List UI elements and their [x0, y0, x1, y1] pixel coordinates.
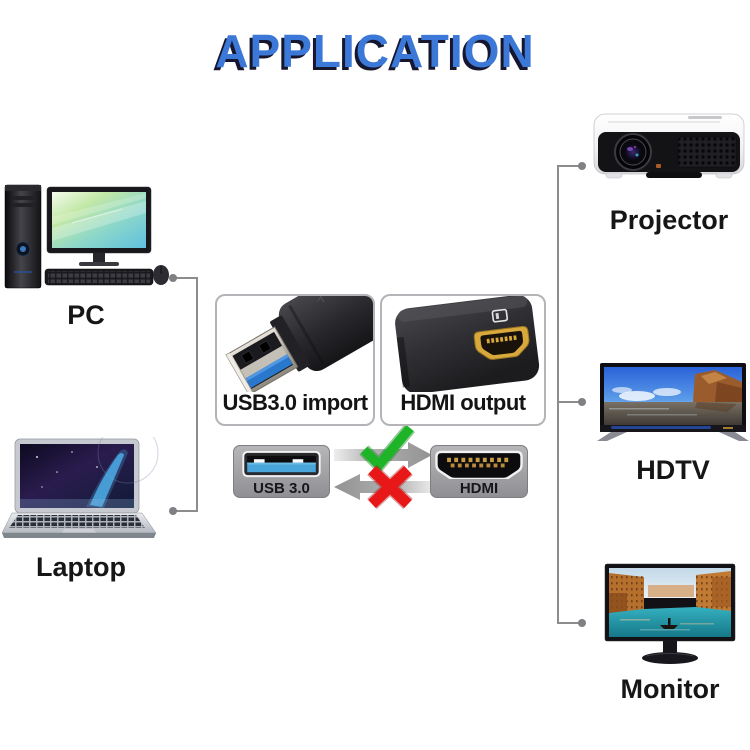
- adapter-hdmi-photo-frame: HDMI output: [380, 294, 546, 426]
- hdtv-label: HDTV: [636, 455, 710, 485]
- laptop-label: Laptop: [36, 552, 126, 582]
- laptop-touchpad: [62, 529, 96, 533]
- projector-vents: [677, 136, 737, 168]
- adapter-usb-photo-frame: USB3.0 import: [215, 294, 375, 426]
- monitor-stand: [663, 641, 677, 654]
- pc-label: PC: [67, 300, 105, 330]
- device-hdtv: HDTV: [597, 362, 749, 486]
- device-pc: PC: [2, 183, 170, 331]
- check-icon: [360, 426, 414, 473]
- device-projector: Projector: [592, 106, 746, 236]
- hdmi-socket-photo: [395, 296, 540, 392]
- device-monitor: Monitor: [600, 563, 740, 705]
- cross-icon: [367, 464, 413, 510]
- page-title: APPLICATION: [215, 25, 535, 77]
- usb-port-label: USB 3.0: [253, 480, 310, 497]
- hdmi-port: [473, 325, 530, 360]
- hdmi-port-icon: [435, 450, 523, 479]
- projector-illustration: [593, 113, 745, 179]
- monitor-base: [642, 652, 698, 664]
- usb-port-icon: [242, 450, 321, 478]
- projector-label: Projector: [609, 205, 729, 235]
- monitor-illustration: [604, 563, 736, 664]
- pc-illustration: [4, 184, 169, 289]
- hdmi-port-chip: HDMI: [430, 445, 528, 498]
- device-laptop: Laptop: [1, 422, 160, 583]
- right-bracket-line: [557, 165, 580, 624]
- hdmi-port-label: HDMI: [459, 480, 499, 497]
- pc-mouse: [153, 265, 169, 285]
- usb-import-caption: USB3.0 import: [222, 390, 368, 415]
- usb-plug-photo: [225, 296, 373, 392]
- hdtv-illustration: [597, 363, 749, 441]
- left-bracket-line: [175, 277, 198, 512]
- monitor-label: Monitor: [620, 674, 720, 704]
- hdtv-foot-left: [597, 432, 627, 441]
- hdtv-foot-right: [719, 432, 749, 441]
- laptop-illustration: [1, 422, 159, 538]
- right-bracket-dots: [578, 162, 586, 627]
- hdmi-output-caption: HDMI output: [400, 390, 526, 415]
- left-bracket-dots: [169, 274, 177, 515]
- usb-blue-tongue: [245, 354, 293, 388]
- adapter-body: [395, 296, 540, 392]
- conversion-arrows: [334, 426, 434, 510]
- laptop-keyboard: [9, 515, 145, 528]
- adapter-body: [278, 296, 373, 372]
- usb-port-chip: USB 3.0: [233, 445, 330, 498]
- display-glyph-icon: [491, 308, 509, 323]
